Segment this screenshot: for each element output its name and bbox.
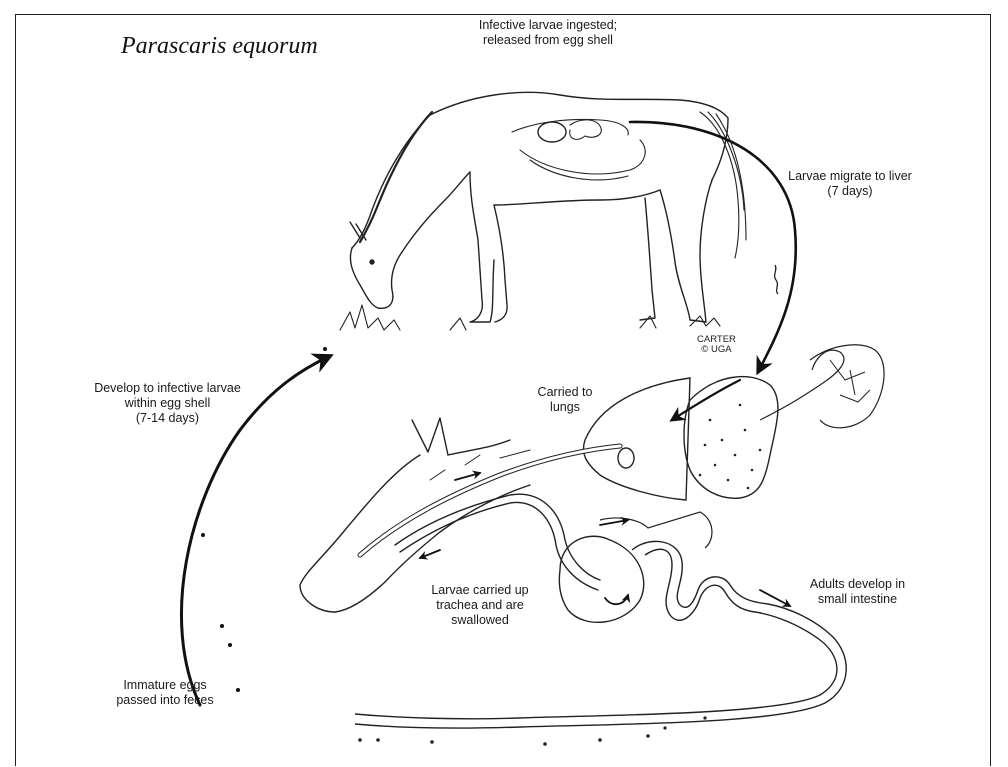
- worm-glyph: [775, 265, 778, 294]
- label-ingested: Infective larvae ingested; released from…: [448, 18, 648, 48]
- arrow-to-lungs: [672, 380, 740, 420]
- label-liver: Larvae migrate to liver (7 days): [760, 169, 940, 199]
- liver-drawing: [684, 345, 884, 498]
- credit-org: © UGA: [697, 345, 736, 355]
- horse-drawing: [340, 92, 746, 330]
- artist-credit: CARTER © UGA: [697, 335, 736, 355]
- label-feces: Immature eggs passed into feces: [95, 678, 235, 708]
- label-develop: Develop to infective larvae within egg s…: [70, 381, 265, 426]
- figure-title: Parascaris equorum: [121, 33, 318, 60]
- label-lungs: Carried to lungs: [520, 385, 610, 415]
- label-intestine: Adults develop in small intestine: [785, 577, 930, 607]
- liver-stipple: [699, 404, 762, 490]
- intestine-eggs: [358, 716, 706, 745]
- label-trachea: Larvae carried up trachea and are swallo…: [405, 583, 555, 628]
